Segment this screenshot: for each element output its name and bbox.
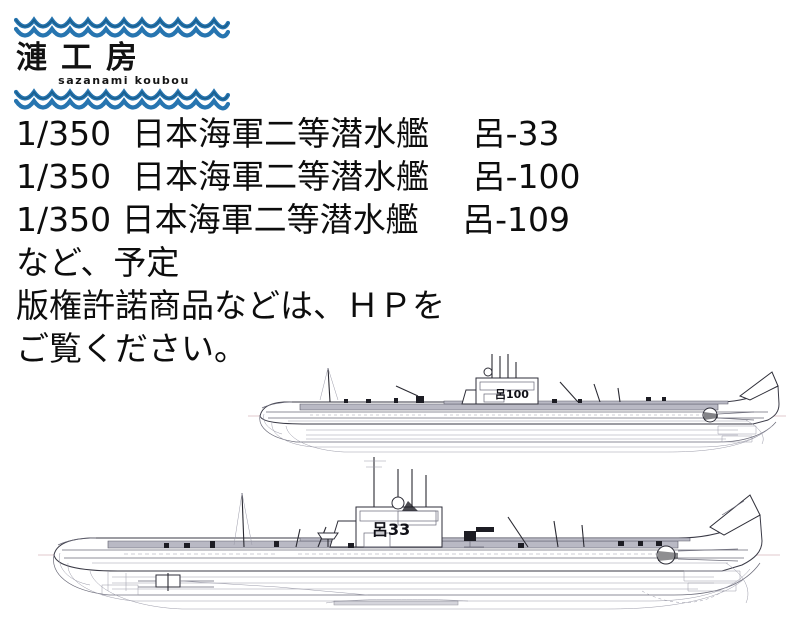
- brand-logo: 漣工房 sazanami koubou: [14, 12, 230, 111]
- wave-band-bottom-icon: [14, 88, 230, 111]
- logo-kanji-text: 漣工房: [16, 40, 151, 76]
- announcement-line-4: など、予定: [16, 243, 180, 282]
- announcement-line-5: 版権許諾商品などは、ＨＰを: [16, 286, 445, 325]
- announcement-line-3: 1/350 日本海軍二等潜水艦 呂-109: [16, 200, 570, 239]
- announcement-line-1: 1/350 日本海軍二等潜水艦 呂-33: [16, 114, 560, 153]
- announcement-line-2: 1/350 日本海軍二等潜水艦 呂-100: [16, 157, 581, 196]
- submarine-drawing-ro-33: 呂33: [38, 457, 780, 610]
- hull-number-ro-100: 呂100: [495, 388, 529, 401]
- logo-romaji-text: sazanami koubou: [58, 74, 190, 87]
- submarine-drawing-ro-100: 呂100: [248, 354, 786, 453]
- announcement-line-6: ご覧ください。: [16, 329, 247, 368]
- hull-number-ro-33: 呂33: [372, 520, 410, 539]
- wave-band-top-icon: [14, 16, 230, 39]
- announcement-text-block: 1/350 日本海軍二等潜水艦 呂-33 1/350 日本海軍二等潜水艦 呂-1…: [0, 112, 787, 370]
